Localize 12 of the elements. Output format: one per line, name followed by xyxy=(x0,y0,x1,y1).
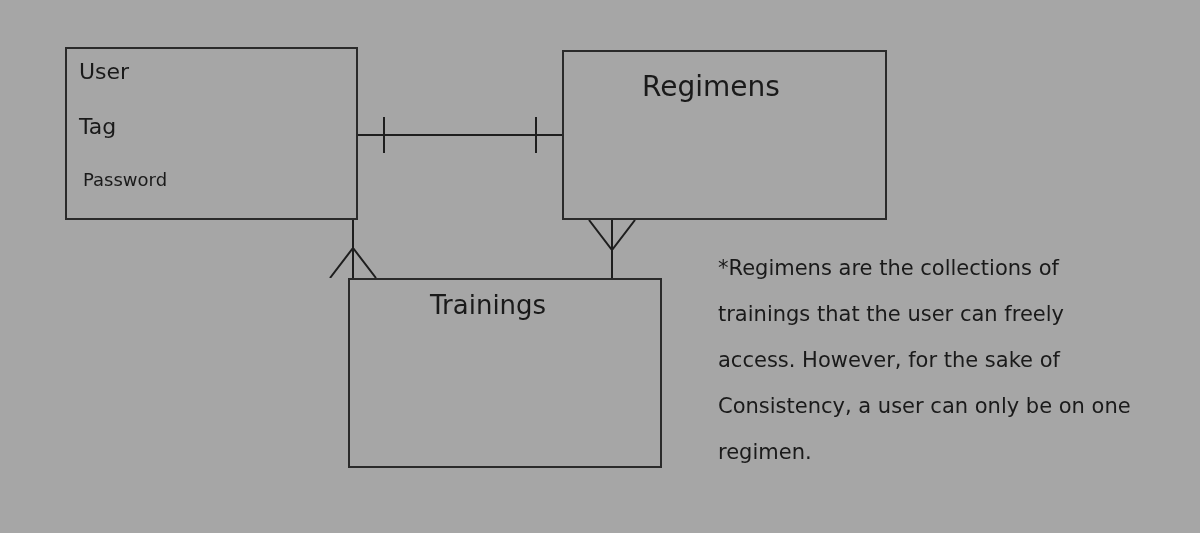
relationship-line xyxy=(329,219,377,279)
attribute-name: Password xyxy=(83,169,168,190)
attribute-name: Tag xyxy=(79,114,117,139)
relationship-line xyxy=(588,219,636,279)
note-text: *Regimens are the collections of trainings that the user can freely access. However, for the sake of Consistency, a user can only be on one regimen. xyxy=(718,255,1132,466)
entity-box xyxy=(562,50,887,220)
entity-name: Regimens xyxy=(642,70,780,103)
entity-box xyxy=(65,47,358,220)
entity-name: Trainings xyxy=(430,290,547,320)
relationship-line xyxy=(357,116,563,154)
entity-box xyxy=(348,278,662,468)
entity-name: User xyxy=(79,59,130,84)
